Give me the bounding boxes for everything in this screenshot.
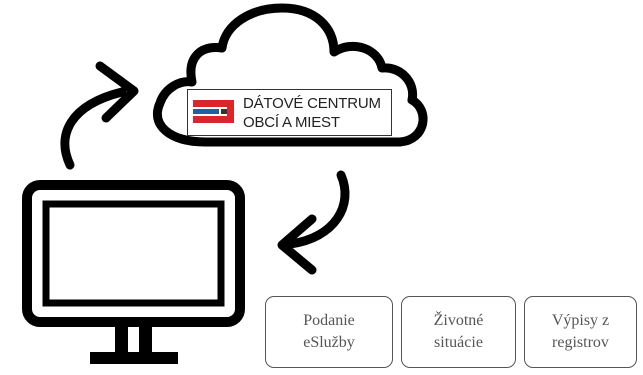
card-label-line1: Podanie (303, 312, 355, 329)
card-zivotne-situacie[interactable]: Životné situácie (401, 296, 516, 368)
dcom-logo: DÁTOVÉ CENTRUM OBCÍ A MIEST (187, 89, 392, 136)
card-label-line1: Životné (433, 312, 484, 329)
card-label-line2: situácie (434, 334, 483, 351)
card-label-line2: eSlužby (303, 334, 355, 351)
card-label-line2: registrov (552, 334, 609, 351)
card-label-line1: Výpisy z (551, 312, 610, 329)
card-podanie-esluzby[interactable]: Podanie eSlužby (265, 296, 393, 368)
logo-line-1: DÁTOVÉ CENTRUM (243, 95, 381, 112)
logo-line-2: OBCÍ A MIEST (243, 114, 340, 131)
card-vypisy-z-registrov[interactable]: Výpisy z registrov (524, 296, 637, 368)
arrow-down-icon (277, 170, 350, 275)
dcom-logo-text: DÁTOVÉ CENTRUM OBCÍ A MIEST (243, 94, 381, 132)
dcom-logo-mark (193, 100, 234, 123)
arrow-up-icon (60, 61, 139, 170)
monitor-icon (22, 180, 245, 364)
